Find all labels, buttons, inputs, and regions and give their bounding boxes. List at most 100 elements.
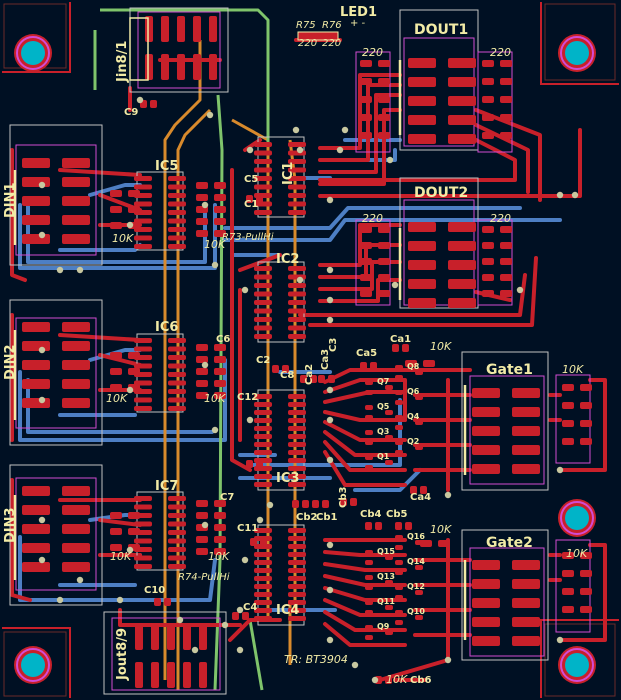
q-lower-5-pad: [385, 580, 393, 585]
rdout1b-pad: [482, 132, 494, 139]
via-icon: [76, 576, 84, 584]
rgate2-pad: [562, 570, 574, 577]
din3-pad: [62, 562, 90, 572]
smd-cap-pad: [256, 195, 263, 203]
dout2-pad: [408, 241, 436, 251]
dout1-pad: [448, 96, 476, 106]
rdout2b-pad: [500, 226, 512, 233]
via-icon: [126, 546, 134, 554]
din3-pad: [62, 505, 90, 515]
c1-label: C1: [244, 199, 258, 210]
ic4-pad: [254, 592, 272, 597]
dout1-center: [438, 102, 446, 110]
rcb5-pad: [420, 540, 432, 547]
ic4-pad: [288, 576, 306, 581]
smd-cap-pad: [350, 498, 357, 506]
dout2-pad: [448, 222, 476, 232]
smd-cap-pad: [322, 500, 329, 508]
rgate1-pad: [580, 402, 592, 409]
via-icon: [391, 281, 399, 289]
smd-cap-pad: [395, 522, 402, 530]
via-icon: [326, 541, 334, 549]
ic5-pad: [134, 201, 152, 207]
q-lower-2-pad: [395, 585, 403, 590]
gate1-pad: [472, 426, 500, 436]
jout-label: Jout8/9: [115, 628, 130, 681]
r76-label: R76: [322, 20, 342, 31]
rdout1a-pad: [360, 60, 372, 67]
rdout1a-pad: [360, 96, 372, 103]
rdin1-pad: [110, 222, 122, 229]
rdout1a-pad: [360, 114, 372, 121]
q-lower-6-pad: [365, 600, 373, 605]
ca3-label: Ca3: [320, 349, 331, 370]
cb6-r-value: 10K: [386, 673, 408, 686]
rgate1-pad: [580, 420, 592, 427]
cb4-label: Cb4: [360, 509, 381, 520]
jin-pad: [209, 54, 217, 80]
ic7-pad: [168, 538, 186, 544]
smd-cap-pad: [232, 612, 239, 620]
rdout2b-pad: [482, 258, 494, 265]
via-icon: [326, 196, 334, 204]
jin-pad: [145, 54, 153, 80]
dout2-r-value-right: 220: [490, 212, 511, 225]
via-icon: [371, 676, 379, 684]
q-lower-4-pad: [385, 555, 393, 560]
smd-cap-pad: [402, 344, 409, 352]
din3-pad: [22, 486, 50, 496]
ic4-pad: [254, 584, 272, 589]
ic3-label: IC3: [276, 471, 299, 486]
jout-pad: [183, 662, 191, 688]
din2-pad: [22, 398, 50, 408]
transistor-label-q12: Q12: [407, 582, 425, 591]
via-icon: [126, 386, 134, 394]
dout1-r-value-right: 220: [490, 46, 511, 59]
ric6-pad: [196, 392, 208, 399]
ic5-pad: [168, 193, 186, 198]
rgate1-pad: [580, 438, 592, 445]
rdin2-pad: [128, 352, 140, 359]
jout-pad: [199, 624, 207, 650]
rdin3-pad: [110, 544, 122, 551]
rdin1-pad: [110, 206, 122, 213]
ic4-pad: [288, 560, 306, 565]
c10-label: C10: [144, 585, 165, 596]
ric7-pad: [196, 536, 208, 543]
via-icon: [38, 556, 46, 564]
rdin3-pad: [110, 528, 122, 535]
q-upper-5-pad: [385, 410, 393, 415]
ic1-pad: [288, 201, 306, 207]
ic1-pad: [288, 210, 306, 215]
ric6-pad: [214, 344, 226, 351]
ric7-pad: [214, 524, 226, 531]
via-icon: [326, 416, 334, 424]
reference-labels: Jin8/1 Jout8/9 LED1 R75 R76 + - 220 220 …: [3, 5, 533, 686]
via-icon: [516, 286, 524, 294]
ic4-pad: [254, 528, 272, 533]
jin-pad: [145, 16, 153, 42]
dout1-pad: [408, 58, 436, 68]
gate2-pad: [512, 617, 540, 627]
din2-r-value: 10K: [106, 392, 128, 405]
gate1-pad: [512, 407, 540, 417]
ic4-pad: [288, 592, 306, 597]
ic3-pad: [288, 434, 306, 439]
gate2-pad: [512, 598, 540, 608]
via-icon: [56, 596, 64, 604]
dout2-center: [438, 266, 446, 274]
dout1-r-value-left: 220: [362, 46, 383, 59]
din2-pad: [62, 398, 90, 408]
dout2-pad: [408, 260, 436, 270]
ric5-pad: [214, 194, 226, 201]
silkscreen-marks: [13, 17, 467, 640]
ic3-pad: [288, 426, 306, 431]
ic4-pad: [288, 536, 306, 541]
ic2-pad: [254, 266, 272, 271]
rdout2a-pad: [378, 258, 390, 265]
q-upper-6-pad: [385, 435, 393, 440]
q-upper-2-pad: [395, 415, 403, 420]
mount-hole-bottom-right-icon: [558, 646, 596, 684]
mount-hole-top-left-icon: [14, 34, 52, 72]
q-upper-7-pad: [365, 455, 373, 460]
